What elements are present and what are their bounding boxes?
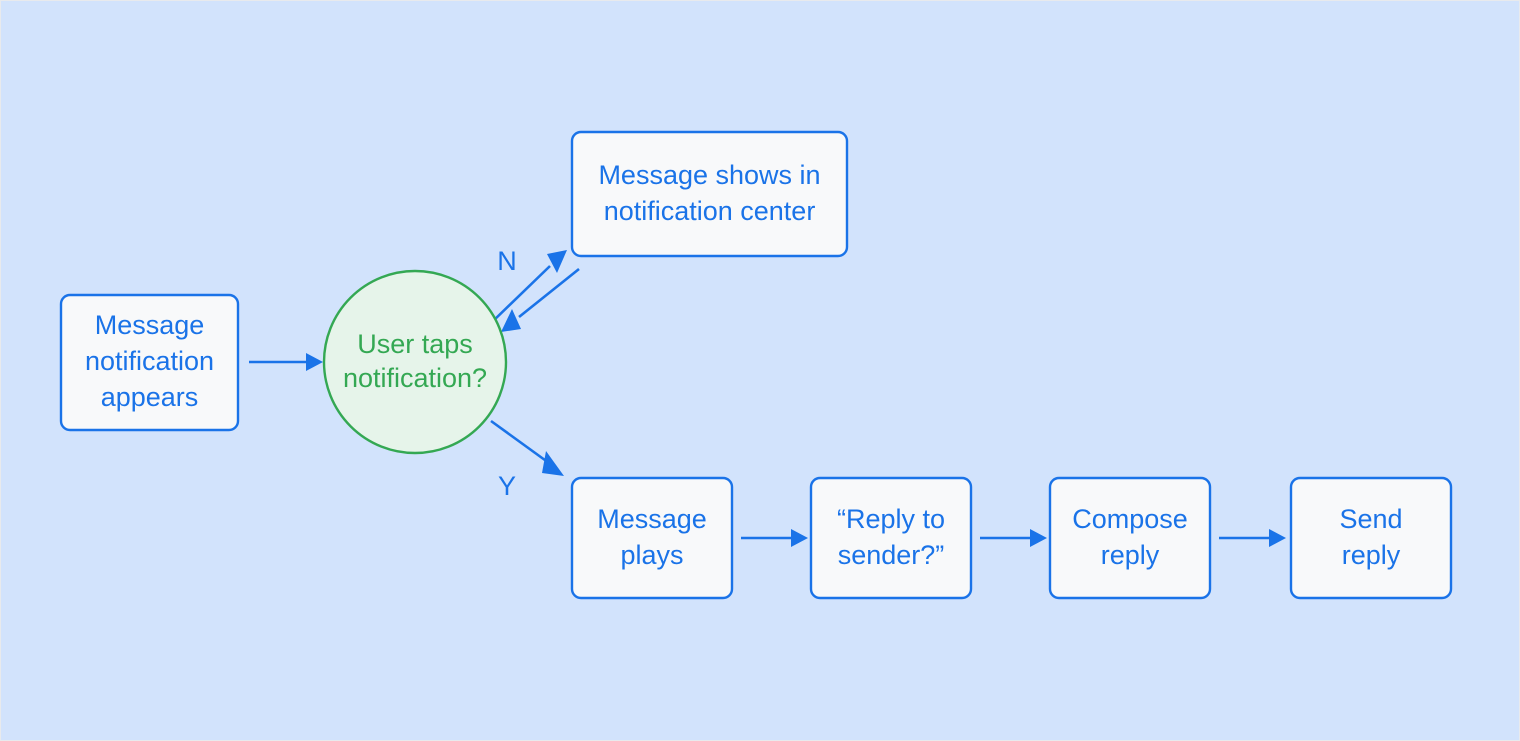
node-shape-rounded-rect — [570, 476, 734, 600]
node-label-line: Compose — [1072, 504, 1188, 534]
node-label-line: appears — [101, 382, 199, 412]
node-message-plays[interactable]: Message plays — [570, 476, 734, 600]
edge-decision-to-message-plays — [490, 419, 564, 476]
edge-label-yes: Y — [498, 471, 516, 501]
node-reply-to-sender-prompt[interactable]: “Reply to sender?” — [809, 476, 973, 600]
node-message-shows-in-notification-center[interactable]: Message shows in notification center — [570, 130, 849, 258]
node-user-taps-notification-decision[interactable]: User taps notification? — [322, 269, 508, 455]
node-label-line: notification — [85, 346, 214, 376]
node-label-line: sender?” — [838, 540, 945, 570]
node-compose-reply[interactable]: Compose reply — [1048, 476, 1212, 600]
node-shape-rounded-rect — [1289, 476, 1453, 600]
node-label-line: notification center — [604, 196, 816, 226]
node-label-line: plays — [620, 540, 683, 570]
node-shape-circle — [322, 269, 508, 455]
node-shape-rounded-rect — [570, 130, 849, 258]
node-label-line: User taps — [357, 329, 473, 359]
edge-compose-to-send — [1219, 529, 1286, 547]
node-label-line: Message shows in — [598, 160, 820, 190]
node-label-line: “Reply to — [837, 504, 945, 534]
node-label-line: reply — [1342, 540, 1401, 570]
node-shape-rounded-rect — [59, 293, 240, 432]
edge-message-plays-to-reply — [741, 529, 808, 547]
node-label-line: reply — [1101, 540, 1160, 570]
edge-start-to-decision — [249, 353, 323, 371]
edge-reply-to-compose — [980, 529, 1047, 547]
node-label-line: notification? — [343, 363, 487, 393]
node-shape-rounded-rect — [809, 476, 973, 600]
node-message-notification-appears[interactable]: Message notification appears — [59, 293, 240, 432]
node-label-line: Message — [95, 310, 205, 340]
node-label-line: Send — [1339, 504, 1402, 534]
node-send-reply[interactable]: Send reply — [1289, 476, 1453, 600]
edge-decision-to-notification-center — [490, 250, 567, 324]
node-shape-rounded-rect — [1048, 476, 1212, 600]
edge-label-no: N — [497, 246, 517, 276]
edge-notification-center-to-decision — [501, 267, 580, 332]
node-label-line: Message — [597, 504, 707, 534]
